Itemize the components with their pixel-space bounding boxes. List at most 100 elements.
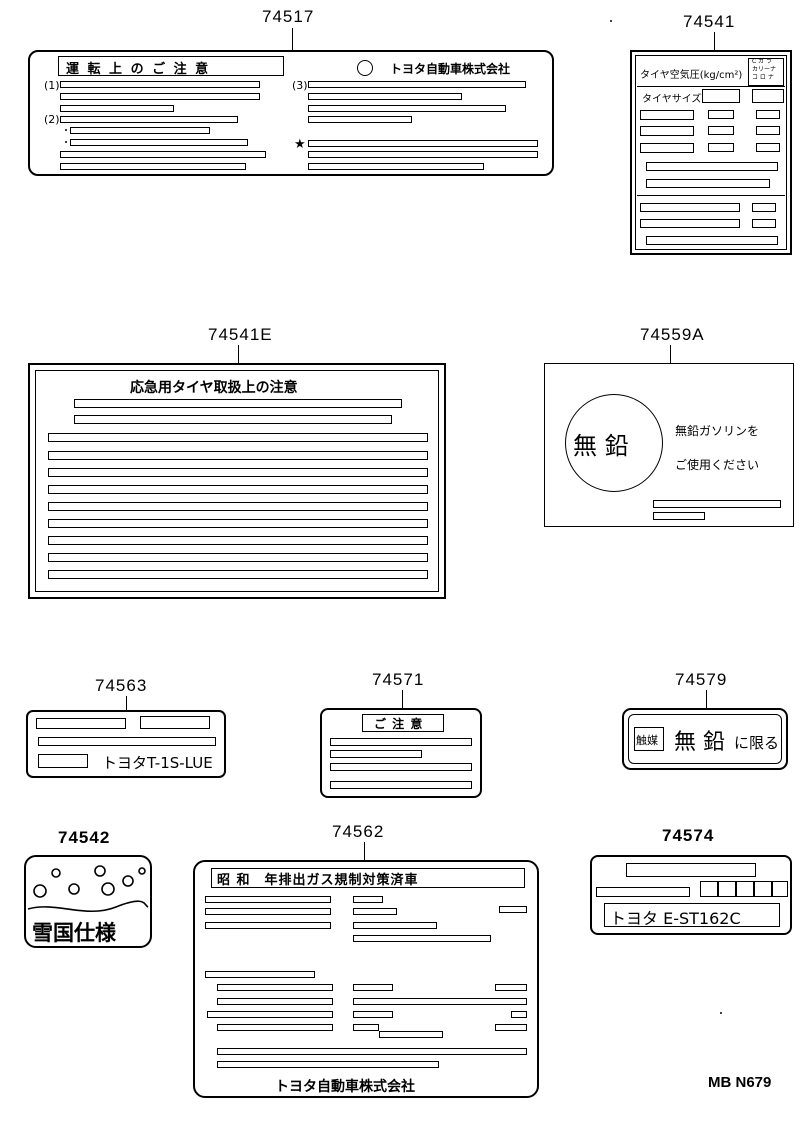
text-line [646, 162, 778, 171]
value-box [36, 718, 126, 729]
label-74541[interactable]: タイヤ空気圧(kg/cm²) C ガ ラ カリーナ コ ロ ナ タイヤサイズ [630, 50, 792, 255]
digit-box [772, 881, 788, 897]
label-74563[interactable]: トヨタT-1S-LUE [26, 710, 226, 778]
text-line [353, 1024, 379, 1031]
text-line [308, 151, 538, 158]
text-line [646, 236, 778, 245]
speck [610, 20, 612, 22]
text-line [640, 219, 740, 228]
text-line [640, 143, 694, 153]
digit-box [718, 881, 736, 897]
text-line [60, 105, 174, 112]
text-line [217, 1061, 439, 1068]
text-line [330, 781, 472, 789]
label-74541-pressure: タイヤ空気圧(kg/cm²) [640, 70, 743, 81]
label-74517[interactable]: 運 転 上 の ご 注 意 トヨタ自動車株式会社 (1) (2) (3) ★ [28, 50, 554, 176]
label-74541-size: タイヤサイズ [642, 94, 702, 105]
label-74541E-heading: 応急用タイヤ取扱上の注意 [130, 380, 298, 396]
text-line [48, 570, 428, 579]
label-74579-text-small: に限る [734, 734, 780, 752]
label-74559A[interactable]: 無 鉛 無鉛ガソリンを ご使用ください [544, 363, 794, 527]
leader-line-74579 [706, 690, 707, 708]
text-line [60, 151, 266, 158]
text-line [353, 998, 527, 1005]
label-74542-text: 雪国仕様 [32, 921, 116, 945]
text-line [48, 485, 428, 494]
text-line [60, 81, 260, 88]
text-line [653, 512, 705, 520]
label-74571-heading-box [362, 714, 444, 732]
text-line [48, 553, 428, 562]
catalyst-badge-text: 触媒 [636, 734, 658, 747]
value-box [708, 110, 734, 119]
digit-box [736, 881, 754, 897]
text-line [330, 750, 422, 758]
bullet-dot [65, 141, 67, 143]
label-74579[interactable]: 触媒 無 鉛 に限る [622, 708, 788, 770]
label-74574[interactable]: トヨタ E-ST162C [590, 855, 792, 935]
unleaded-seal [565, 394, 663, 492]
label-74517-mark-star: ★ [294, 137, 306, 152]
text-line [499, 906, 527, 913]
value-box [752, 203, 776, 212]
text-line [353, 908, 397, 915]
label-74562[interactable]: 昭 和 年排出ガス規制対策済車 トヨタ自動車株式会社 [193, 860, 539, 1098]
digit-box [700, 881, 718, 897]
label-74517-heading: 運 転 上 の ご 注 意 [66, 62, 211, 77]
label-74571-heading: ご 注 意 [374, 717, 424, 731]
label-74574-code-box [604, 903, 780, 927]
text-line [217, 998, 333, 1005]
leader-line-74563 [126, 696, 127, 710]
label-74517-mark-2: (2) [44, 113, 60, 126]
value-box [756, 110, 780, 119]
label-74579-text-big: 無 鉛 [674, 730, 725, 755]
text-line [353, 896, 383, 903]
text-line [308, 140, 538, 147]
label-74559A-line1: 無鉛ガソリンを [675, 424, 760, 438]
text-line [646, 179, 770, 188]
catalyst-badge [634, 727, 664, 751]
text-line [640, 126, 694, 136]
value-box [752, 89, 784, 103]
part-number-74571: 74571 [372, 670, 425, 689]
label-74574-code: トヨタ E-ST162C [610, 909, 741, 928]
label-74562-brand: トヨタ自動車株式会社 [275, 1079, 415, 1095]
divider [637, 195, 785, 197]
value-box [38, 754, 88, 768]
text-line [48, 468, 428, 477]
text-line [48, 519, 428, 528]
text-line [353, 1011, 393, 1018]
text-line [60, 93, 260, 100]
unleaded-seal-text: 無 鉛 [573, 432, 629, 460]
text-line [48, 502, 428, 511]
leader-line-74571 [402, 690, 403, 708]
text-line [60, 116, 238, 123]
label-74541-side-header: C ガ ラ カリーナ コ ロ ナ [752, 58, 777, 81]
text-line [48, 536, 428, 545]
text-line [74, 415, 392, 424]
text-line [207, 1011, 333, 1018]
text-line [217, 1048, 527, 1055]
text-line [308, 116, 412, 123]
text-line [205, 922, 331, 929]
text-line [379, 1031, 443, 1038]
label-74571[interactable]: ご 注 意 [320, 708, 482, 798]
part-number-74579: 74579 [675, 670, 728, 689]
text-line [495, 1024, 527, 1031]
text-line [308, 81, 526, 88]
text-line [38, 737, 216, 746]
label-74542[interactable]: 雪国仕様 [24, 855, 152, 948]
text-line [640, 203, 740, 212]
text-line [353, 922, 437, 929]
label-74517-mark-1: (1) [44, 79, 60, 92]
value-box [756, 143, 780, 152]
value-box [140, 716, 210, 729]
text-line [495, 984, 527, 991]
part-number-74542: 74542 [58, 828, 111, 847]
leader-line-74562 [364, 842, 365, 860]
text-line [330, 763, 472, 771]
leader-line-74517 [292, 28, 293, 50]
text-line [353, 935, 491, 942]
label-74541E[interactable]: 応急用タイヤ取扱上の注意 [28, 363, 446, 599]
text-line [217, 1024, 333, 1031]
